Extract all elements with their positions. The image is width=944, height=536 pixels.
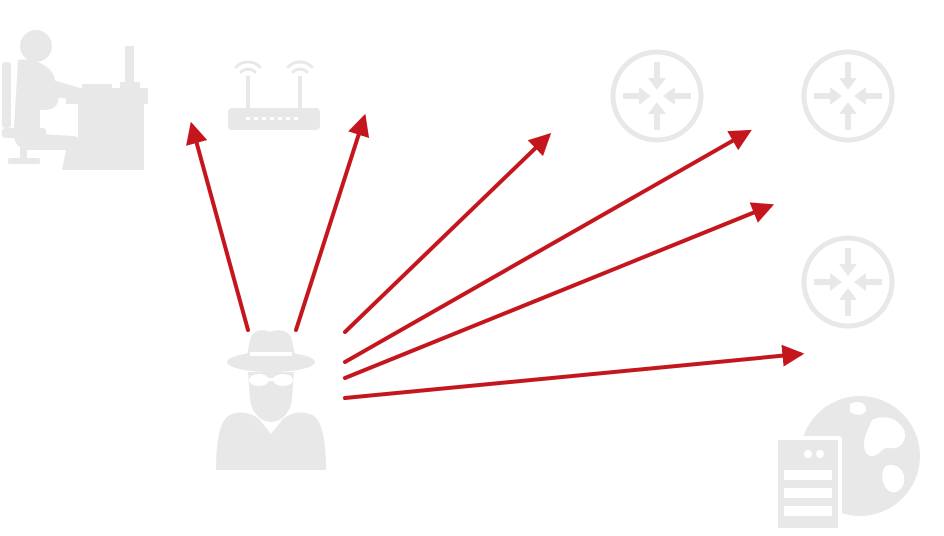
person-at-desk-icon <box>2 30 148 170</box>
arrow-to-web-server <box>343 344 805 400</box>
arrow-to-office-worker <box>186 121 250 332</box>
arrow-to-router-3 <box>343 202 775 380</box>
wifi-router-icon <box>228 60 320 130</box>
arrow-to-router-1 <box>343 132 552 334</box>
network-router-icon <box>610 49 704 143</box>
arrow-to-router-2 <box>343 129 752 364</box>
arrow-to-wifi-router <box>294 113 370 332</box>
attack-arrows <box>186 113 805 400</box>
network-router-icon <box>801 49 895 143</box>
spy-hat-sunglasses-icon <box>216 330 326 470</box>
server-globe-icon <box>774 396 920 532</box>
network-router-icon <box>801 235 895 329</box>
